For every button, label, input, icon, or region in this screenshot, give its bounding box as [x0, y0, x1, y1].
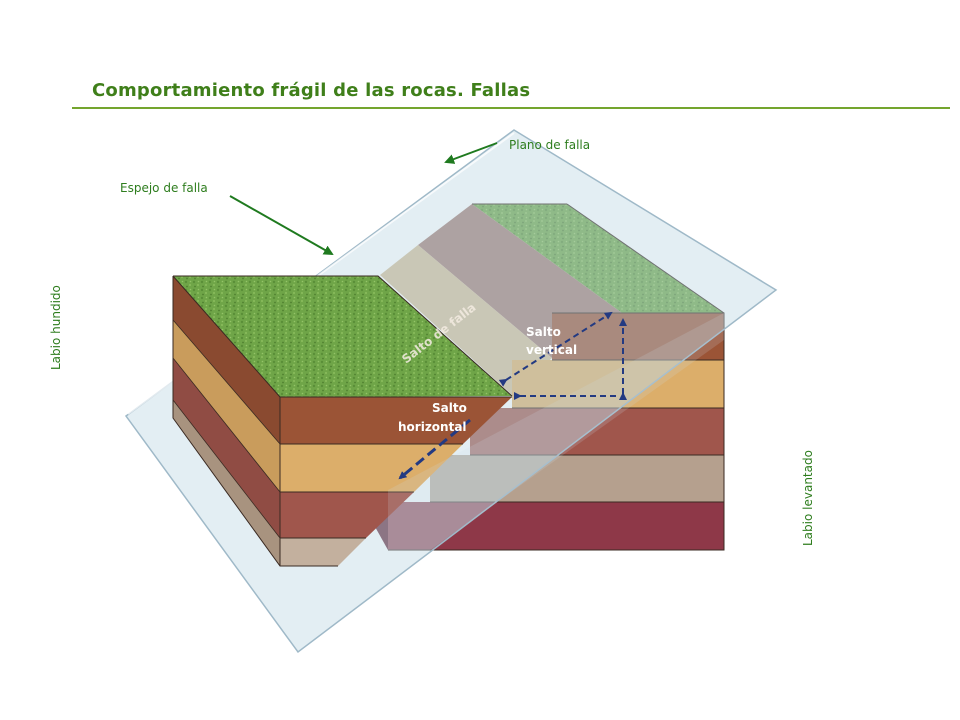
- downthrown-grass-top: [173, 276, 512, 397]
- title-underline: [72, 107, 950, 109]
- label-salto-vertical-line2: vertical: [526, 343, 577, 357]
- downthrown-layer-tan: [280, 444, 463, 492]
- label-espejo-de-falla: Espejo de falla: [120, 181, 208, 195]
- displacement-arrows: [398, 311, 627, 480]
- upthrown-layer-gray: [430, 455, 724, 502]
- label-labio-hundido: Labio hundido: [49, 285, 63, 370]
- downthrown-side-tan: [173, 320, 280, 492]
- slide-title: Comportamiento frágil de las rocas. Fall…: [92, 80, 531, 101]
- downthrown-block: [172, 275, 513, 567]
- downthrown-layer-gray: [280, 538, 366, 566]
- label-labio-levantado: Labio levantado: [801, 450, 815, 546]
- upthrown-layer-rose: [470, 408, 724, 455]
- label-plano-de-falla: Plano de falla: [509, 138, 590, 152]
- downthrown-side-brown: [173, 276, 280, 444]
- upthrown-layer-crimson: [388, 502, 724, 550]
- downthrown-side-gray: [173, 400, 280, 566]
- salto-horizontal-arrow: [398, 418, 471, 480]
- espejo-de-falla-pointer: [229, 195, 334, 255]
- upthrown-grass-top: [472, 204, 724, 313]
- downthrown-layer-rose: [280, 492, 414, 538]
- salto-de-falla-arrow: [498, 311, 613, 387]
- downthrown-side-rose: [173, 358, 280, 538]
- plano-de-falla-pointer: [444, 142, 498, 164]
- label-salto-horizontal-line2: horizontal: [398, 420, 467, 434]
- label-salto-vertical-line1: Salto: [526, 325, 561, 339]
- label-salto-horizontal-line1: Salto: [432, 401, 467, 415]
